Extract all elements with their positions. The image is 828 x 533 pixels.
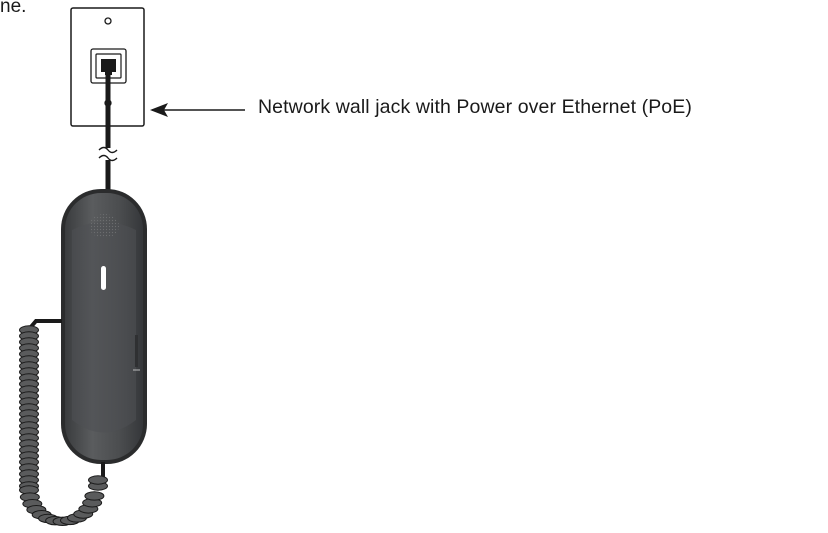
coiled-cord	[19, 319, 108, 527]
speaker-grille-icon	[89, 214, 119, 238]
side-logo-icon	[135, 335, 138, 367]
cable-break-mark-icon	[98, 146, 118, 154]
jack-callout-label: Network wall jack with Power over Ethern…	[258, 96, 692, 118]
cord-coil	[88, 475, 108, 485]
handset	[61, 189, 147, 464]
cropped-text-fragment: ne.	[0, 0, 27, 17]
screw-top-icon	[104, 17, 112, 25]
indicator-light-icon	[101, 266, 106, 290]
cord-coil	[84, 491, 105, 501]
callout-arrow-icon	[150, 103, 245, 117]
